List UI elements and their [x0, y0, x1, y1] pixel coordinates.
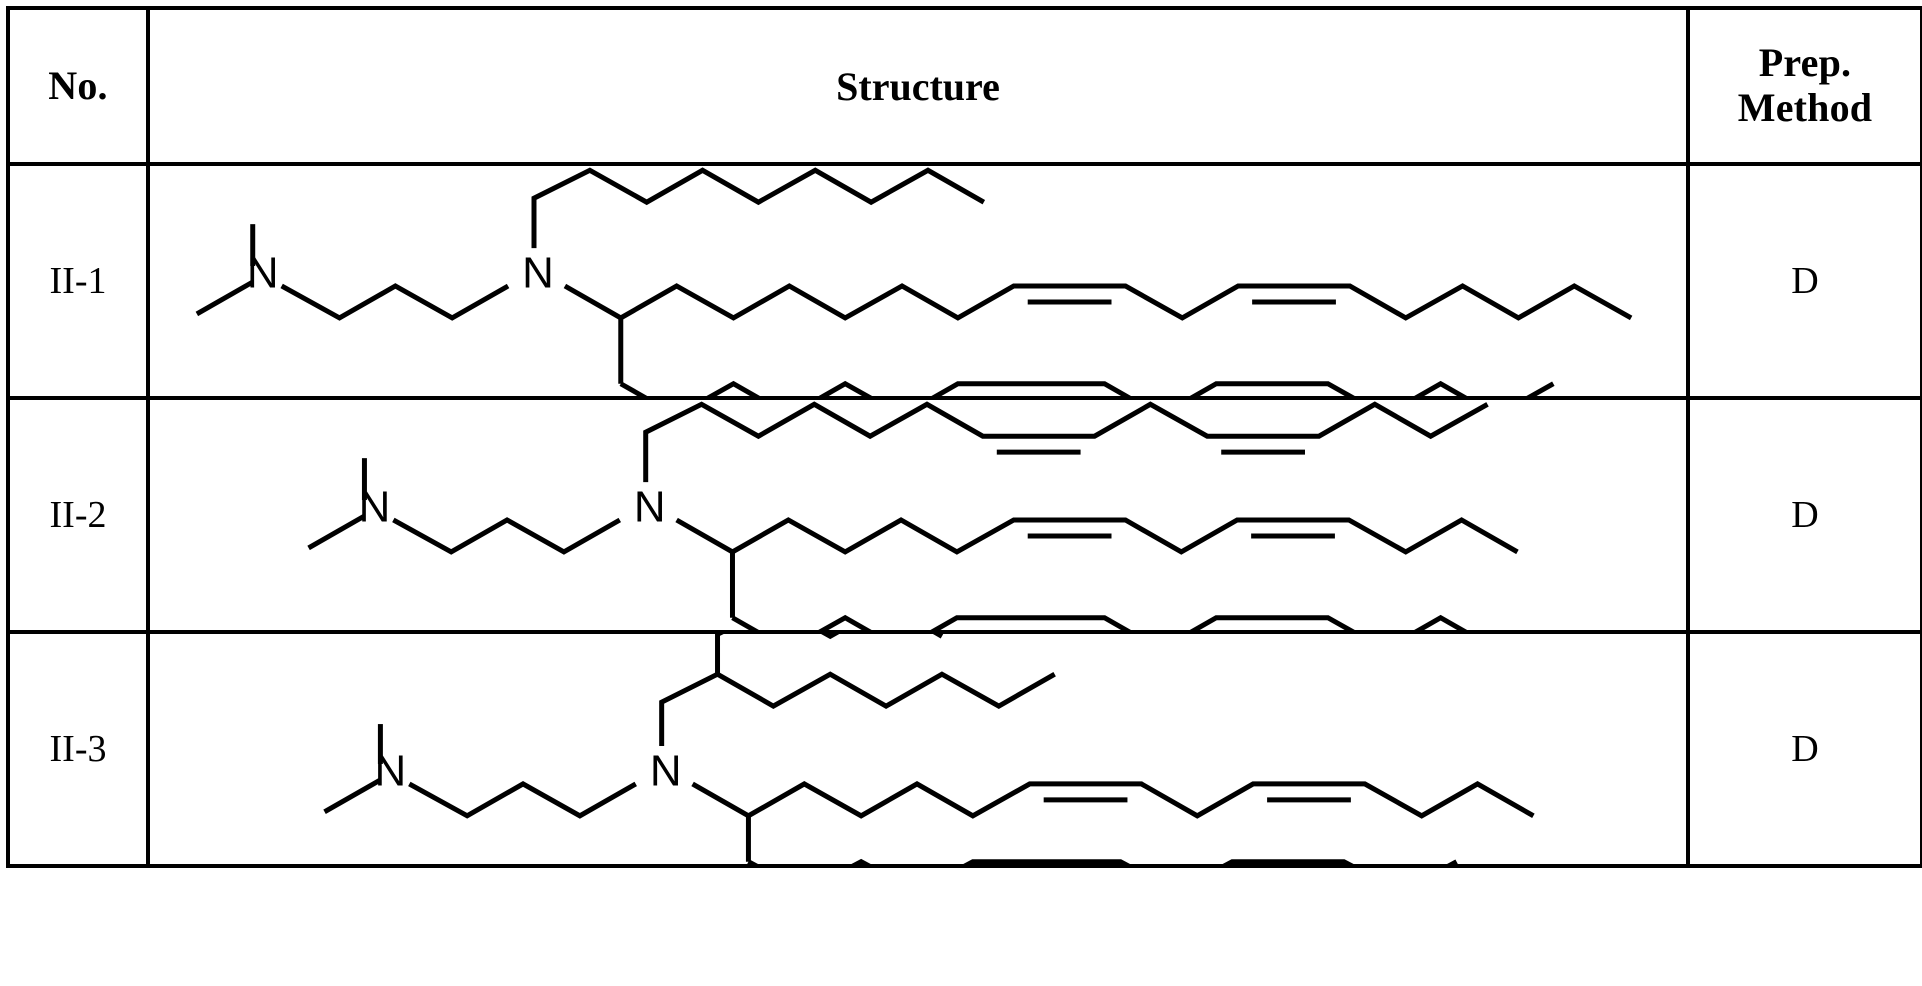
atom-label-n-dimethyl: N — [375, 747, 407, 796]
cell-structure: N N — [146, 630, 1690, 868]
page-canvas: No. Structure Prep. Method II-1 — [0, 6, 1922, 986]
header-label-prep-line1: Prep. — [1758, 40, 1852, 86]
bond-chain-bottom-dienyl — [747, 858, 1458, 864]
cell-structure: N N — [146, 396, 1690, 634]
bond-chain-top-branched-lower — [659, 671, 1056, 747]
bond-chain-middle-dienyl — [619, 283, 1633, 321]
cell-prep-method: D — [1686, 630, 1922, 868]
compound-number-label: II-3 — [49, 728, 107, 770]
prep-method-value: D — [1791, 728, 1819, 770]
atom-label-n-dimethyl: N — [247, 249, 279, 298]
structure-svg-II-1: N N — [195, 167, 1633, 396]
compound-number-label: II-1 — [49, 260, 107, 302]
cell-prep-method: D — [1686, 396, 1922, 634]
compound-number-label: II-2 — [49, 494, 107, 536]
structure-svg-II-3: N N — [323, 634, 1535, 864]
cell-compound-no: II-1 — [6, 162, 150, 400]
header-label-structure: Structure — [836, 63, 1000, 109]
atom-label-n-tertiary: N — [634, 483, 666, 532]
table-row: II-1 N N — [6, 162, 1922, 400]
bond-propyl-linker — [280, 283, 510, 321]
table-row: II-3 N N — [6, 630, 1922, 868]
bond-chain-bottom-dienyl — [731, 614, 1468, 630]
bond-chain-top-saturated — [531, 167, 986, 249]
bond-propyl-linker — [392, 517, 622, 555]
bond-chain-middle-dienyl — [731, 517, 1519, 555]
bond-chain-middle-dienyl — [747, 781, 1535, 819]
structure-svg-II-2: N N — [307, 401, 1519, 630]
cell-structure: N N — [146, 162, 1690, 400]
structure-drawing-II-3: N N — [150, 634, 1686, 864]
bond-branch-upper-chain — [718, 634, 944, 640]
header-cell-no: No. — [6, 6, 150, 166]
bond-n-to-branch-carbon — [563, 283, 623, 321]
atom-label-n-tertiary: N — [522, 249, 554, 298]
prep-method-value: D — [1791, 494, 1819, 536]
cell-compound-no: II-3 — [6, 630, 150, 868]
header-label-no: No. — [48, 62, 108, 108]
header-cell-structure: Structure — [146, 6, 1690, 166]
bond-chain-bottom-dienyl — [619, 380, 1555, 396]
header-label-prep-line2: Method — [1737, 85, 1873, 130]
bond-propyl-linker — [408, 781, 637, 819]
bond-methyl-down-left — [307, 513, 366, 551]
bond-n-to-branch-carbon — [675, 517, 734, 555]
table-row: II-2 N N — [6, 396, 1922, 634]
bond-methyl-down-left — [323, 777, 382, 815]
chemical-structure-table: No. Structure Prep. Method II-1 — [6, 6, 1922, 868]
bond-n-to-branch-carbon — [691, 781, 750, 818]
structure-drawing-II-1: N N — [150, 166, 1686, 396]
prep-method-value: D — [1791, 260, 1819, 302]
bond-chain-top-dienyl — [643, 401, 1489, 483]
structure-drawing-II-2: N N — [150, 400, 1686, 630]
atom-label-n-dimethyl: N — [359, 483, 391, 532]
bond-branch-upper-arm — [715, 634, 724, 675]
header-cell-prep-method: Prep. Method — [1686, 6, 1922, 166]
cell-prep-method: D — [1686, 162, 1922, 400]
cell-compound-no: II-2 — [6, 396, 150, 634]
atom-label-n-tertiary: N — [650, 747, 682, 796]
bond-methyl-down-left — [195, 279, 254, 317]
table-header-row: No. Structure Prep. Method — [6, 6, 1922, 166]
